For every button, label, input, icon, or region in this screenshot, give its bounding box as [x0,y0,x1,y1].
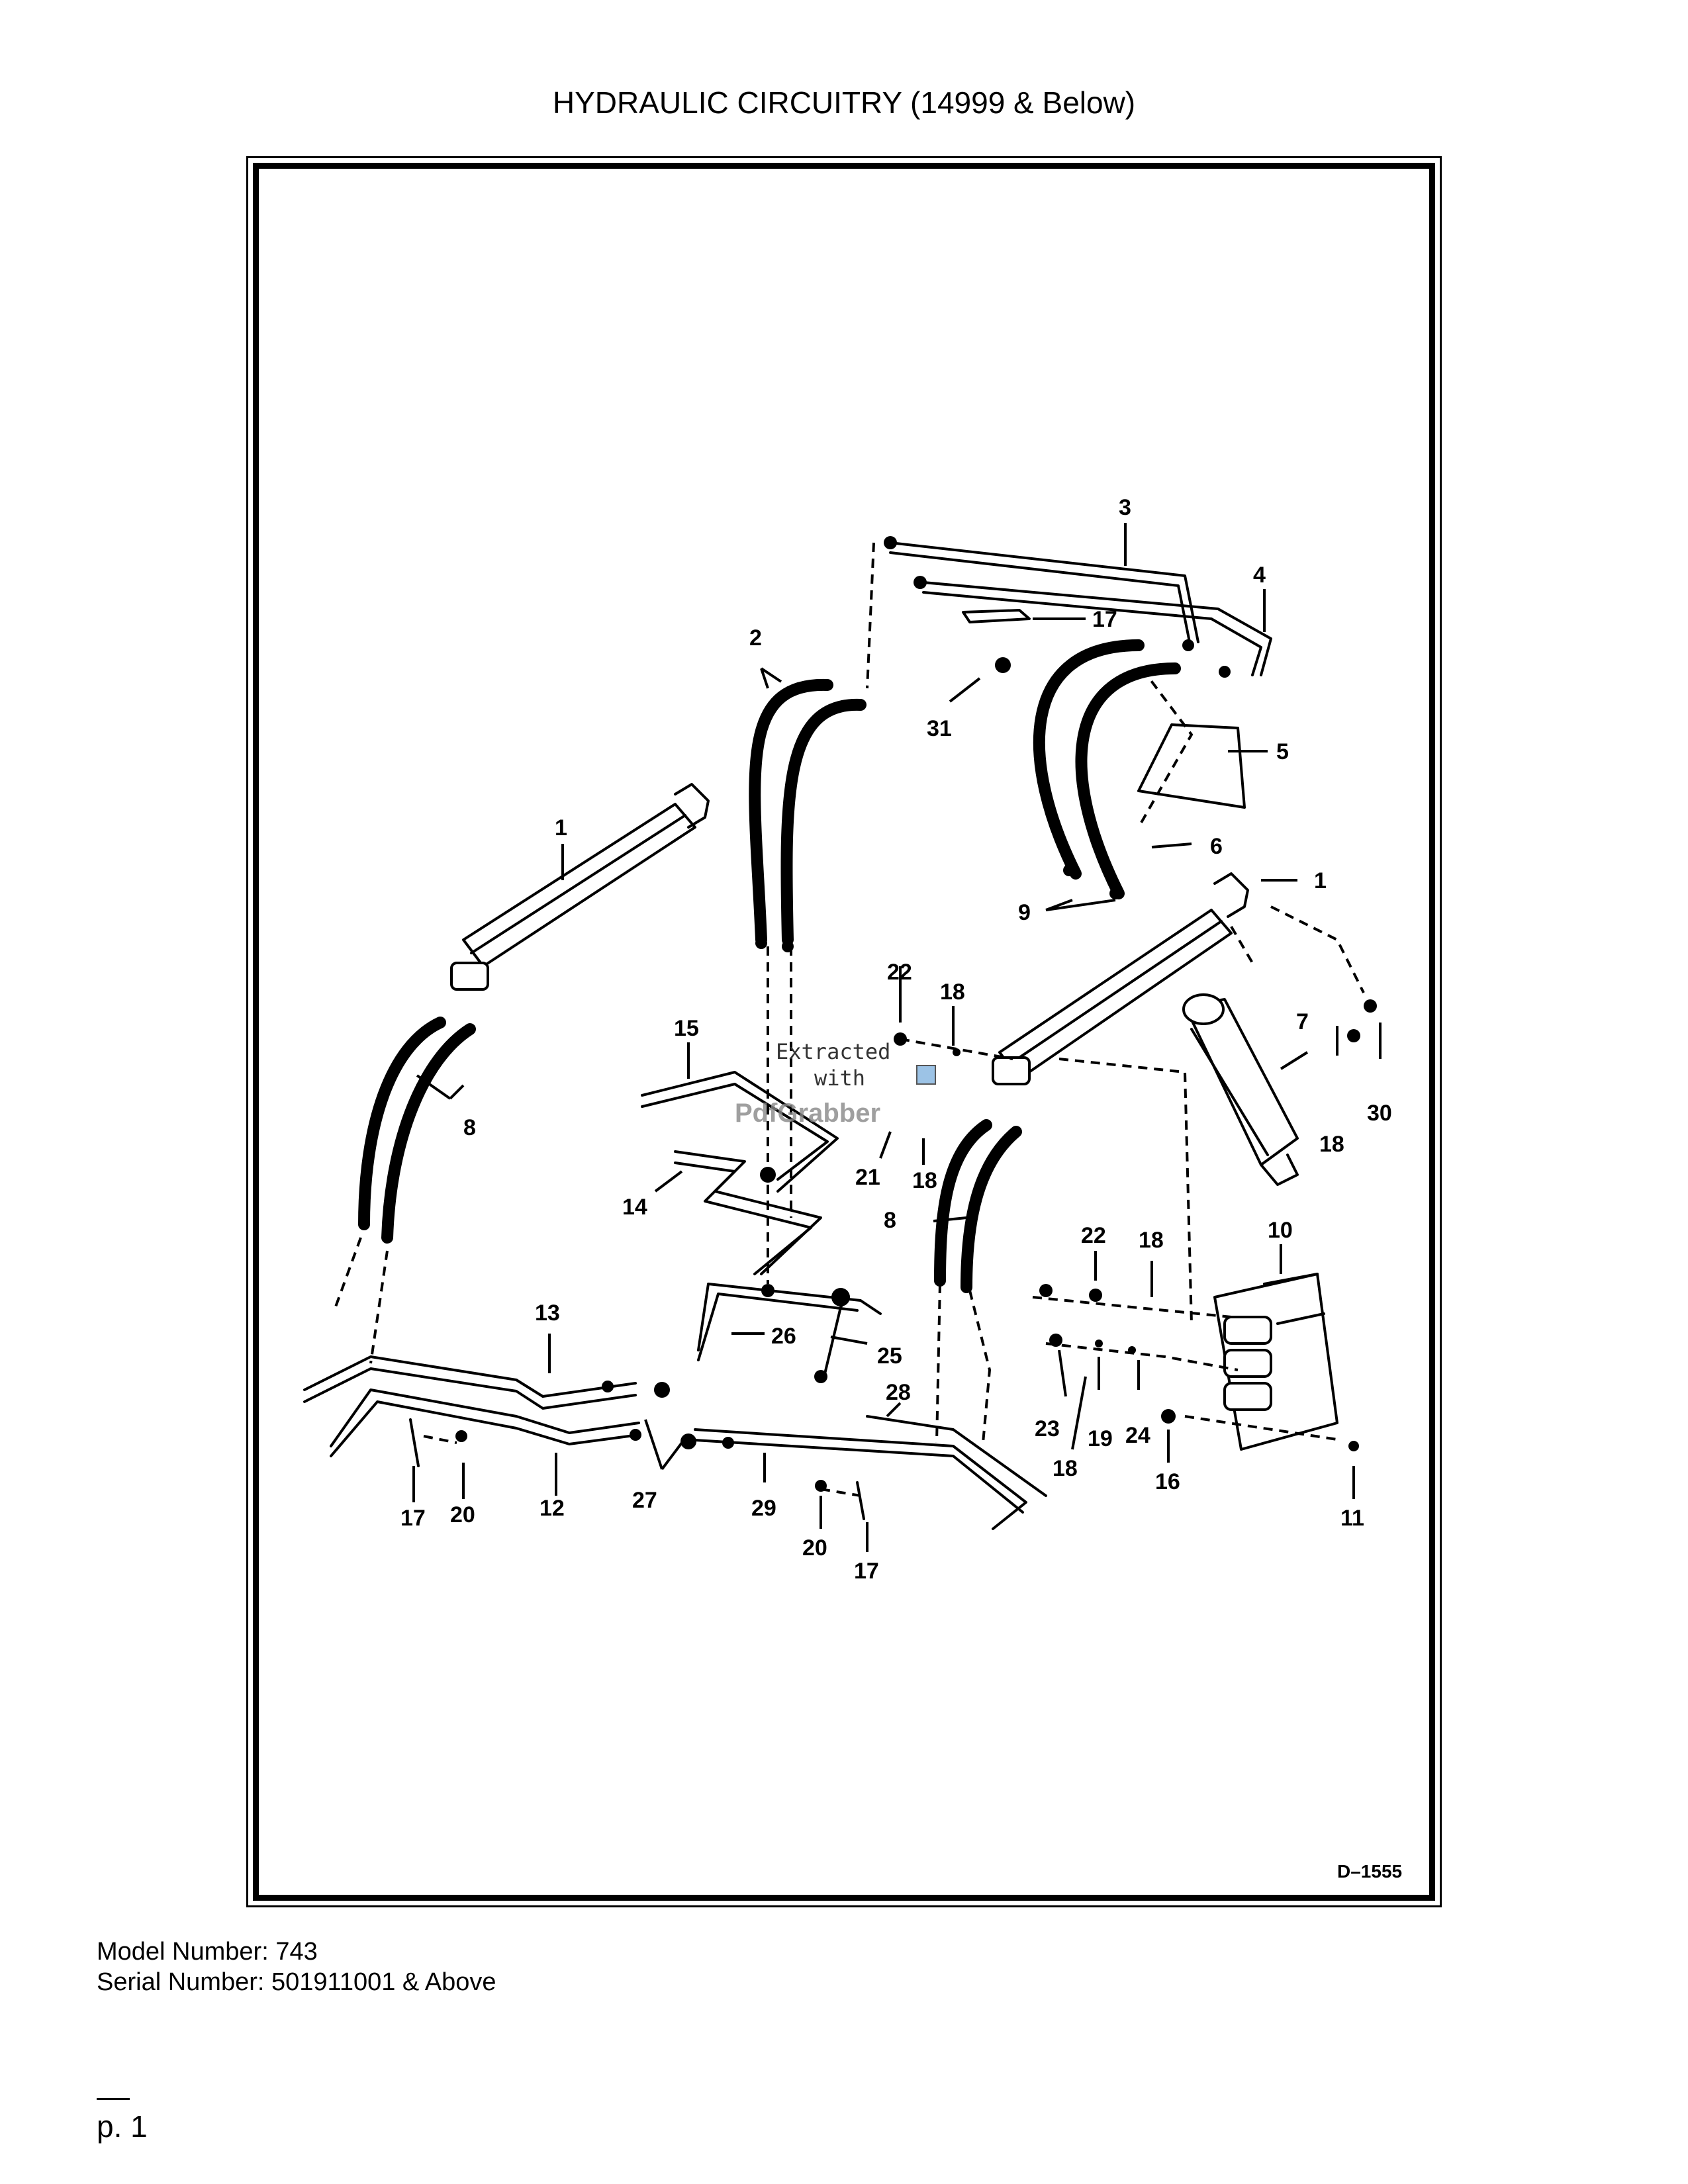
tube-28 [866,1415,1047,1497]
page-number: p. 1 [97,2109,148,2144]
callout-25: 25 [877,1343,902,1369]
callout-21: 21 [855,1165,880,1190]
callout-26: 26 [771,1324,796,1349]
callout-8: 8 [463,1115,476,1140]
plate-5 [1137,723,1246,809]
callout-10: 10 [1268,1218,1293,1243]
hoses-8-right [934,1119,992,1287]
watermark-line1: Extracted [776,1039,890,1064]
callout-19: 19 [1088,1426,1113,1451]
callout-1: 1 [555,815,567,841]
callout-28: 28 [886,1380,911,1405]
model-number: Model Number: 743 [97,1938,318,1966]
bracket-17-bottom [856,1481,865,1520]
callout-24: 24 [1125,1423,1150,1448]
tube-3 [889,541,1199,643]
tube-26 [697,1283,882,1351]
callout-29: 29 [751,1496,776,1521]
callout-4: 4 [1253,563,1266,588]
hoses-8-left [358,1017,446,1230]
watermark-line2: with [814,1066,865,1091]
callout-11: 11 [1340,1506,1364,1531]
callout-17: 17 [854,1559,879,1584]
callout-6: 6 [1210,834,1223,859]
callout-23: 23 [1035,1416,1060,1441]
callout-22: 22 [1081,1223,1106,1248]
callout-18: 18 [1319,1132,1344,1157]
bracket-17-left [409,1418,420,1467]
tube-12 [330,1388,640,1447]
callout-18: 18 [940,979,965,1005]
hoses-2 [749,678,833,946]
tube-4 [922,581,1272,676]
callout-3: 3 [1119,495,1131,520]
callout-15: 15 [674,1016,699,1041]
control-valve-10 [1213,1273,1338,1451]
callout-14: 14 [622,1195,647,1220]
watermark-logo-icon [916,1065,936,1085]
callout-18: 18 [1139,1228,1164,1253]
callout-8: 8 [884,1208,896,1233]
page-title: HYDRAULIC CIRCUITRY (14999 & Below) [552,85,1136,120]
tube-15 [641,1071,839,1193]
hoses-9 [1033,639,1145,880]
callout-1: 1 [1314,868,1327,893]
callout-9: 9 [1018,900,1031,925]
bracket-17-top [962,609,1031,623]
tube-29 [694,1428,1027,1530]
callout-2: 2 [749,625,762,651]
callout-18: 18 [1053,1456,1078,1481]
callout-7: 7 [1296,1009,1309,1034]
left-lift-cylinder [450,783,710,991]
callout-5: 5 [1276,739,1289,764]
diagram-frame-outer [246,156,1442,1907]
callout-22: 22 [887,960,912,985]
tube-13 [303,1355,637,1398]
tilt-cylinder [1182,993,1299,1186]
watermark: Extracted with PdfGrabber [735,1039,936,1128]
watermark-brand: PdfGrabber [735,1099,880,1128]
serial-number: Serial Number: 501911001 & Above [97,1968,496,1996]
page-number-rule [97,2098,130,2100]
drawing-id: D–1555 [1337,1861,1402,1882]
callout-20: 20 [802,1535,827,1561]
callout-18: 18 [912,1168,937,1193]
callout-30: 30 [1367,1101,1392,1126]
callout-17: 17 [1092,607,1117,632]
callout-13: 13 [535,1300,560,1326]
diagram-frame [253,163,1435,1901]
callout-17: 17 [400,1506,426,1531]
callout-20: 20 [450,1502,475,1527]
callout-12: 12 [539,1496,565,1521]
callout-31: 31 [927,716,952,741]
callout-16: 16 [1155,1469,1180,1494]
callout-27: 27 [632,1488,657,1513]
